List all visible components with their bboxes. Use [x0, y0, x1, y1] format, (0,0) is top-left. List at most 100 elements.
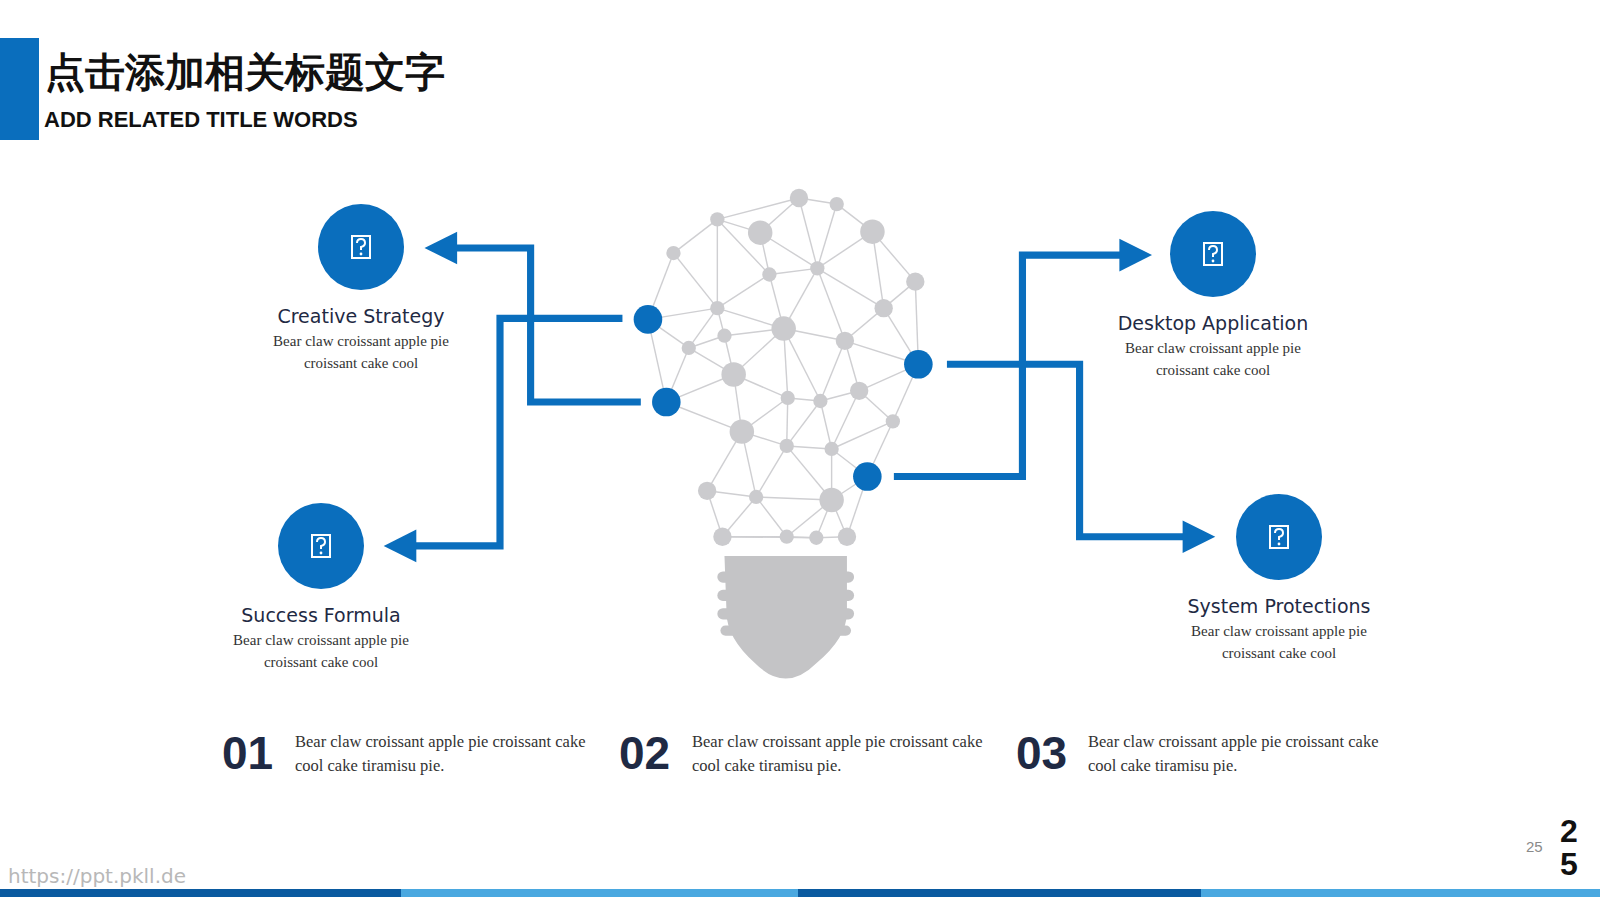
footer-bar: [0, 889, 401, 897]
page-number: 25: [1526, 838, 1543, 855]
icon-disc: [278, 503, 364, 589]
mesh-dot: [717, 329, 731, 343]
arrow-line: [454, 248, 641, 402]
arrow-head: [1183, 520, 1216, 553]
mesh-dot: [830, 197, 844, 211]
icon-disc: [318, 204, 404, 290]
socket-ridge: [717, 571, 854, 582]
icon-glyph: [1278, 543, 1281, 546]
mesh-dot: [730, 419, 754, 443]
mesh-dot: [860, 219, 884, 243]
mesh-dot: [790, 189, 808, 207]
mesh-line: [799, 198, 817, 268]
mesh-dot: [906, 272, 924, 290]
mesh-dot: [781, 391, 795, 405]
mesh-dot: [762, 267, 776, 281]
bulb-blue-dots: [634, 305, 933, 491]
item-body: Bear claw croissant apple pie croissant …: [273, 330, 449, 374]
mesh-dot: [886, 414, 900, 428]
note-text: Bear claw croissant apple pie croissant …: [295, 730, 595, 778]
lightbulb-group: [384, 189, 1216, 679]
arrow-head: [424, 232, 457, 265]
title-bar: [0, 38, 39, 140]
mesh-line: [787, 398, 788, 446]
arrow-head: [384, 530, 417, 563]
mesh-line: [756, 497, 787, 537]
arrow-line: [894, 255, 1123, 476]
arrow-head: [1119, 239, 1152, 272]
note-text: Bear claw croissant apple pie croissant …: [1088, 730, 1388, 778]
icon-glyph: [317, 538, 325, 549]
socket-ridge: [720, 626, 851, 636]
mesh-line: [756, 446, 787, 497]
icon-glyph: [1204, 243, 1222, 265]
mesh-dot: [904, 350, 933, 379]
mesh-dot: [713, 528, 731, 546]
icon-item: Success FormulaBear claw croissant apple…: [221, 502, 421, 673]
item-heading: Success Formula: [221, 604, 421, 626]
item-heading: Desktop Application: [1108, 312, 1319, 334]
bulb-mesh: [648, 189, 925, 546]
mesh-dot: [813, 394, 827, 408]
mesh-dot: [780, 530, 794, 544]
icon-glyph: [357, 239, 365, 250]
mesh-line: [673, 219, 717, 253]
icon-glyph: [320, 552, 323, 555]
callout-number: 03: [1016, 726, 1067, 780]
mesh-dot: [874, 299, 892, 317]
mesh-dot: [824, 442, 838, 456]
icon-glyph: [352, 236, 370, 258]
item-heading: System Protections: [1178, 595, 1381, 617]
mesh-dot: [836, 332, 854, 350]
icon-glyph: [1270, 526, 1288, 548]
icon-circle: [277, 502, 365, 590]
mesh-dot: [634, 305, 663, 334]
mesh-dot: [666, 246, 680, 260]
mesh-line: [817, 204, 836, 268]
mesh-line: [820, 341, 844, 401]
icon-item: Creative StrategyBear claw croissant app…: [261, 203, 461, 374]
mesh-dot: [710, 301, 724, 315]
item-body: Bear claw croissant apple pie croissant …: [1125, 337, 1301, 381]
footer-bar: [401, 889, 798, 897]
mesh-line: [689, 308, 718, 348]
mesh-line: [832, 391, 860, 449]
socket-ridge: [717, 590, 854, 601]
arrow-line: [413, 318, 622, 546]
icon-glyph: [1275, 529, 1283, 540]
mesh-dot: [838, 528, 856, 546]
mesh-dot: [809, 531, 823, 545]
mesh-dot: [698, 482, 716, 500]
mesh-dot: [810, 261, 824, 275]
item-body: Bear claw croissant apple pie croissant …: [1191, 620, 1367, 664]
arrows: [413, 248, 1185, 546]
icon-item: System ProtectionsBear claw croissant ap…: [1178, 493, 1381, 664]
mesh-dot: [652, 388, 681, 417]
icon-item: Desktop ApplicationBear claw croissant a…: [1108, 210, 1319, 381]
watermark: https://ppt.pkll.de: [8, 864, 186, 888]
arrow-heads: [384, 232, 1216, 563]
page-number-large: 25: [1560, 815, 1580, 881]
icon-disc: [1170, 211, 1256, 297]
mesh-line: [787, 401, 821, 446]
mesh-dot: [748, 220, 772, 244]
item-heading: Creative Strategy: [261, 305, 461, 327]
icon-disc: [1236, 494, 1322, 580]
mesh-line: [717, 198, 799, 219]
icon-circle: [1169, 210, 1257, 298]
icon-glyph: [1212, 260, 1215, 263]
socket-ridge: [717, 608, 854, 619]
mesh-dot: [749, 490, 763, 504]
callout-number: 01: [222, 726, 273, 780]
mesh-dot: [682, 341, 696, 355]
mesh-line: [717, 219, 718, 308]
mesh-dot: [780, 439, 794, 453]
mesh-line: [722, 537, 816, 538]
mesh-line: [817, 268, 845, 340]
bulb-base: [717, 556, 854, 678]
item-body: Bear claw croissant apple pie croissant …: [233, 629, 409, 673]
footer-bars: [0, 889, 1600, 897]
mesh-dot: [721, 362, 745, 386]
slide-subtitle: ADD RELATED TITLE WORDS: [44, 107, 358, 133]
